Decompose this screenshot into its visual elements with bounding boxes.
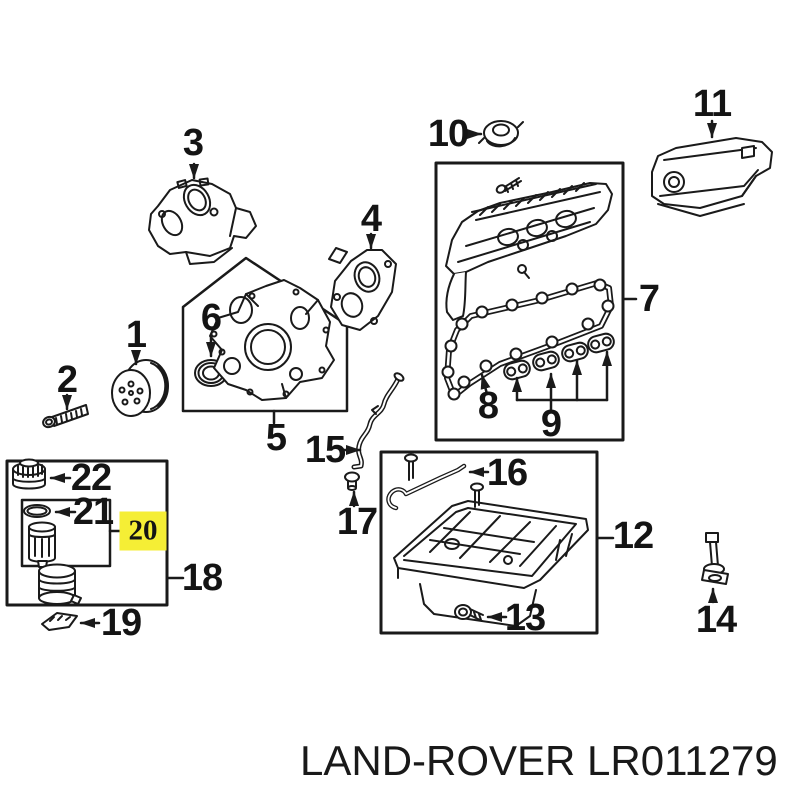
- part-drawing-16-baffle: [386, 453, 484, 511]
- callout-17: 17: [336, 501, 378, 543]
- part-drawing-20-filter-element: [28, 521, 56, 568]
- part-drawing-17-grommet: [344, 471, 360, 491]
- callout-7: 7: [638, 278, 660, 320]
- part-drawing-7-valve-cover: [445, 177, 613, 321]
- callout-16: 16: [486, 452, 528, 494]
- part-drawing-19-seal-washer: [41, 612, 78, 631]
- part-drawing-22-filter-cap: [12, 458, 46, 490]
- callout-18: 18: [181, 557, 223, 599]
- callout-4: 4: [360, 198, 382, 240]
- callout-20: 20: [119, 511, 167, 551]
- part-drawing-4-gasket-plate: [328, 247, 397, 331]
- callout-1: 1: [125, 314, 147, 356]
- part-drawing-5-timing-cover: [209, 279, 335, 401]
- callout-5: 5: [265, 417, 287, 459]
- callout-22: 22: [70, 457, 112, 499]
- callout-12: 12: [612, 515, 654, 557]
- group-box-18: [5, 459, 169, 607]
- part-drawing-21-o-ring: [23, 504, 51, 518]
- part-drawing-18-filter-housing: [38, 563, 82, 605]
- callout-13: 13: [504, 597, 546, 639]
- callout-2: 2: [56, 359, 78, 401]
- part-drawing-13-drain-plug: [454, 604, 484, 622]
- callout-21: 21: [72, 491, 114, 533]
- callout-3: 3: [182, 122, 204, 164]
- callout-connectors: [108, 297, 638, 580]
- group-box-7: [434, 161, 625, 442]
- callout-6: 6: [200, 297, 222, 339]
- callout-8: 8: [477, 385, 499, 427]
- part-drawing-14-bolt: [701, 532, 729, 585]
- callout-14: 14: [695, 599, 737, 641]
- part-drawing-11-cover: [651, 137, 773, 217]
- callout-15: 15: [304, 429, 346, 471]
- part-drawing-2-bolt: [42, 404, 89, 429]
- group-box-12: [379, 450, 599, 635]
- part-drawing-12-oil-pan: [393, 500, 589, 627]
- part-drawing-1-pulley: [111, 359, 169, 417]
- callout-10: 10: [427, 113, 469, 155]
- callout-9: 9: [540, 403, 562, 445]
- callout-11: 11: [692, 83, 732, 125]
- group-box-5: [181, 256, 349, 413]
- part-drawing-8-valve-cover-gasket: [441, 278, 615, 401]
- part-drawing-10-oil-cap: [478, 120, 524, 148]
- part-drawing-3-front-cover-upper: [148, 177, 257, 265]
- part-number-caption: LAND-ROVER LR011279: [300, 737, 778, 784]
- part-drawing-9-spark-plug-seals: [503, 332, 615, 381]
- callout-19: 19: [100, 602, 142, 644]
- callout-arrows: [49, 119, 718, 628]
